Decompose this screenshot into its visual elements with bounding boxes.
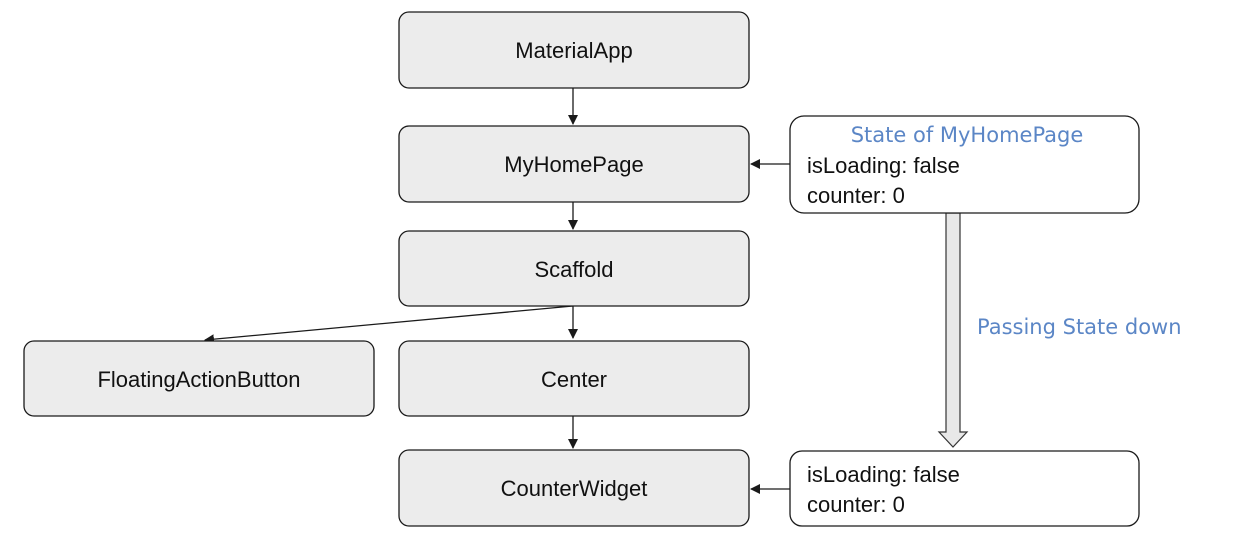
- node-counterwidget-label: CounterWidget: [501, 476, 648, 501]
- passed-state-counter: counter: 0: [807, 492, 905, 517]
- state-box-passed: isLoading: false counter: 0: [789, 450, 1140, 527]
- state-box-title: State of MyHomePage: [851, 123, 1084, 147]
- node-scaffold: Scaffold: [398, 230, 750, 307]
- state-box-myhomepage: State of MyHomePage isLoading: false cou…: [789, 115, 1140, 214]
- passing-state-down-arrow: [937, 212, 969, 448]
- node-scaffold-label: Scaffold: [534, 257, 613, 282]
- node-center-label: Center: [541, 367, 607, 392]
- node-materialapp: MaterialApp: [398, 11, 750, 89]
- edge-scaffold-to-fab: [204, 305, 574, 345]
- node-counterwidget: CounterWidget: [398, 449, 750, 527]
- node-floatingactionbutton-label: FloatingActionButton: [97, 367, 300, 392]
- node-floatingactionbutton: FloatingActionButton: [23, 340, 375, 417]
- node-center: Center: [398, 340, 750, 417]
- node-myhomepage-label: MyHomePage: [504, 152, 643, 177]
- node-materialapp-label: MaterialApp: [515, 38, 632, 63]
- passing-state-label: Passing State down: [977, 315, 1182, 339]
- state-box-isloading: isLoading: false: [807, 153, 960, 178]
- node-myhomepage: MyHomePage: [398, 125, 750, 203]
- state-box-counter: counter: 0: [807, 183, 905, 208]
- passed-state-isloading: isLoading: false: [807, 462, 960, 487]
